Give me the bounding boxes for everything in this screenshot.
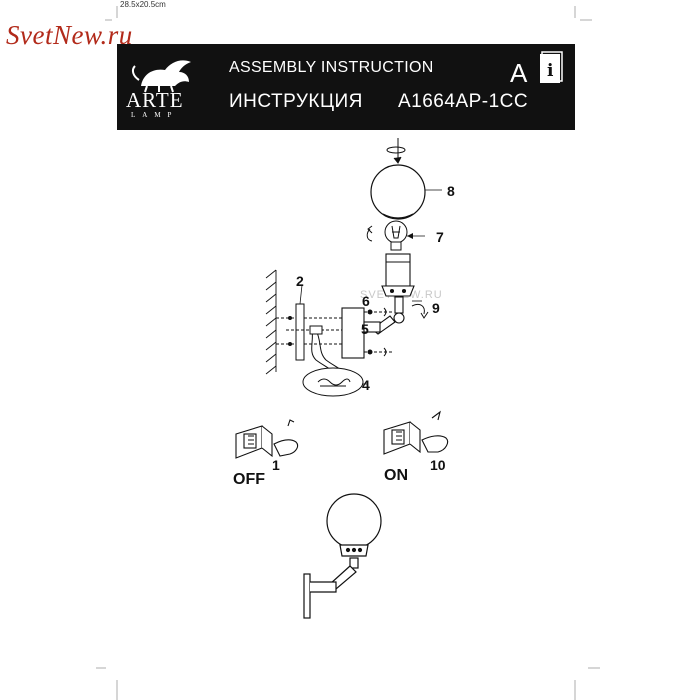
- model-number: A1664AP-1CC: [398, 91, 529, 112]
- bulb-icon: [384, 220, 408, 251]
- screw-icon: [288, 309, 373, 355]
- griffin-logo-icon: [131, 60, 191, 93]
- logo-subtitle: LAMP: [131, 111, 179, 119]
- part-label-2: 2: [296, 273, 304, 289]
- switch-on-label: ON: [384, 467, 408, 484]
- info-book-icon: i: [540, 51, 563, 83]
- switch-off-label: OFF: [233, 471, 265, 488]
- language-badge: A: [510, 58, 528, 88]
- part-label-4: 4: [362, 377, 370, 393]
- screw-cap-icon: [383, 307, 387, 357]
- globe-shade: [370, 164, 426, 220]
- wiring: [302, 325, 364, 397]
- part-label-6: 6: [362, 293, 370, 309]
- switch-box-on-icon: [383, 410, 449, 455]
- page-size-label: 28.5x20.5cm: [120, 0, 166, 9]
- part-label-9: 9: [432, 300, 440, 316]
- wall-surface: [265, 269, 277, 375]
- svg-text:i: i: [547, 61, 554, 81]
- rotate-arrow-icon: [386, 138, 406, 164]
- crop-marks: [96, 6, 600, 700]
- brand-watermark-logo: SvetNew.ru: [6, 20, 133, 50]
- logo-wordmark: ARTE: [126, 88, 184, 112]
- part-label-8: 8: [447, 183, 455, 199]
- wall-arm: [341, 296, 405, 359]
- assembled-lamp-icon: [303, 493, 382, 619]
- title-russian: ИНСТРУКЦИЯ: [229, 91, 363, 112]
- part-label-10: 10: [430, 457, 446, 473]
- part-label-5: 5: [361, 321, 369, 337]
- switch-box-off-icon: [235, 419, 299, 459]
- part-label-1: 1: [272, 457, 280, 473]
- lamp-socket: [381, 253, 415, 297]
- title-english: ASSEMBLY INSTRUCTION: [229, 59, 434, 76]
- header-banner: ARTE LAMP ASSEMBLY INSTRUCTION ИНСТРУКЦИ…: [117, 44, 575, 130]
- part-label-7: 7: [436, 229, 444, 245]
